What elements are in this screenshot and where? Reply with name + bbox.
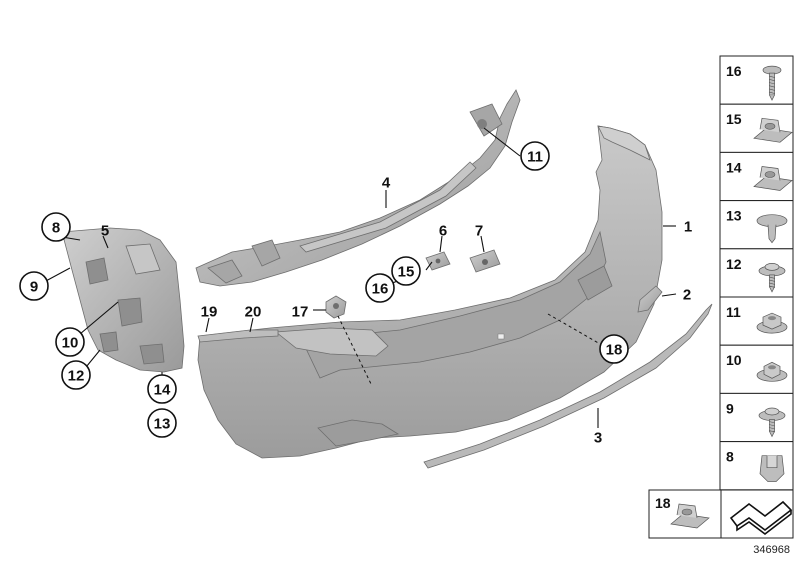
fastener-legend-row: 18 bbox=[648, 489, 794, 539]
callout-14: 14 bbox=[147, 374, 177, 404]
legend-cell-10: 10 bbox=[719, 344, 794, 394]
callout-circle bbox=[41, 212, 71, 242]
legend-cell-16: 16 bbox=[719, 55, 794, 105]
collar-screw-icon bbox=[758, 263, 786, 293]
callout-20: 20 bbox=[245, 304, 262, 321]
bumper-trim-strip bbox=[423, 303, 713, 469]
callout-label: 19 bbox=[201, 304, 218, 321]
hex-nut-icon bbox=[756, 312, 788, 334]
callout-label: 9 bbox=[30, 279, 38, 296]
callout-circle bbox=[147, 408, 177, 438]
legend-cell-14: 14 bbox=[719, 151, 794, 202]
bumper-carrier-beam bbox=[195, 89, 521, 287]
legend-cell-15: 15 bbox=[719, 103, 794, 153]
callout-label: 13 bbox=[154, 416, 171, 433]
callout-label: 1 bbox=[684, 219, 692, 236]
callout-label: 17 bbox=[292, 304, 309, 321]
bumper-bracket bbox=[61, 227, 185, 373]
legend-cell-9: 9 bbox=[719, 392, 794, 443]
callout-label: 14 bbox=[154, 382, 171, 399]
callout-label: 3 bbox=[594, 430, 602, 447]
callout-label: 6 bbox=[439, 223, 447, 240]
legend-cell-label: 18 bbox=[655, 495, 671, 511]
legend-cell-label: 16 bbox=[726, 63, 742, 79]
fastener-legend-column: 16 15 14 13 12 11 10 9 8 bbox=[719, 55, 794, 491]
legend-cell-label: 15 bbox=[726, 111, 742, 127]
legend-cell-label: 11 bbox=[726, 304, 741, 320]
callout-circle bbox=[520, 141, 550, 171]
legend-cell-label: 12 bbox=[726, 256, 742, 272]
callout-4: 4 bbox=[382, 175, 391, 192]
callout-15: 15 bbox=[391, 256, 421, 286]
callout-label: 11 bbox=[527, 149, 543, 166]
callout-label: 5 bbox=[101, 223, 109, 240]
callout-circle bbox=[365, 273, 395, 303]
callout-5: 5 bbox=[101, 223, 109, 240]
callout-9: 9 bbox=[19, 271, 49, 301]
callout-17: 17 bbox=[292, 304, 309, 321]
legend-cell-label: 14 bbox=[726, 159, 742, 175]
legend-cell-12: 12 bbox=[719, 248, 794, 298]
callout-circle bbox=[147, 374, 177, 404]
callout-3: 3 bbox=[594, 430, 602, 447]
callout-1: 1 bbox=[684, 219, 692, 236]
collar-screw-icon bbox=[758, 407, 786, 438]
callout-label: 20 bbox=[245, 304, 262, 321]
callout-label: 16 bbox=[372, 281, 389, 298]
callout-label: 15 bbox=[398, 264, 415, 281]
bracket-part-7 bbox=[469, 249, 501, 273]
callout-label: 2 bbox=[683, 287, 691, 304]
spring-nut-icon bbox=[759, 455, 785, 483]
callout-13: 13 bbox=[147, 408, 177, 438]
callout-label: 12 bbox=[68, 368, 85, 385]
clip-nut-icon bbox=[753, 166, 793, 191]
screw-icon bbox=[762, 65, 782, 101]
legend-cell-13: 13 bbox=[719, 200, 794, 250]
legend-cell-8: 8 bbox=[719, 441, 794, 491]
callout-circle bbox=[391, 256, 421, 286]
callout-16: 16 bbox=[365, 273, 395, 303]
diagram-number: 346968 bbox=[753, 544, 790, 556]
callout-6: 6 bbox=[439, 223, 447, 240]
legend-cell-label: 10 bbox=[726, 352, 742, 368]
callout-circle bbox=[599, 334, 629, 364]
callout-7: 7 bbox=[475, 223, 483, 240]
adhesive-tape-icon bbox=[729, 500, 793, 536]
legend-cell-label: 9 bbox=[726, 400, 734, 416]
callout-circle bbox=[61, 360, 91, 390]
legend-cell-11: 11 bbox=[719, 296, 794, 346]
callout-12: 12 bbox=[61, 360, 91, 390]
legend-cell-bottom-0: 18 bbox=[648, 489, 722, 539]
legend-cell-label: 8 bbox=[726, 449, 734, 465]
callout-10: 10 bbox=[55, 327, 85, 357]
callout-label: 18 bbox=[606, 342, 623, 359]
clip-nut-icon bbox=[753, 117, 793, 143]
legend-cell-label: 13 bbox=[726, 208, 742, 224]
flange-nut-icon bbox=[756, 361, 788, 382]
callout-2: 2 bbox=[683, 287, 691, 304]
callout-circle bbox=[19, 271, 49, 301]
callout-label: 10 bbox=[62, 335, 79, 352]
callout-18: 18 bbox=[599, 334, 629, 364]
callout-label: 7 bbox=[475, 223, 483, 240]
callout-11: 11 bbox=[520, 141, 550, 171]
callout-label: 8 bbox=[52, 220, 60, 237]
callout-circle bbox=[55, 327, 85, 357]
reflector-part-2 bbox=[637, 285, 663, 313]
clip-nut-icon bbox=[670, 503, 710, 529]
rear-bumper-panel bbox=[197, 125, 663, 459]
bracket-part-6 bbox=[425, 251, 451, 271]
callout-label: 4 bbox=[382, 175, 391, 192]
callout-19: 19 bbox=[201, 304, 218, 321]
legend-cell-bottom-1 bbox=[720, 489, 794, 539]
grommet-part-17 bbox=[325, 295, 347, 319]
push-rivet-icon bbox=[756, 214, 788, 244]
callout-8: 8 bbox=[41, 212, 71, 242]
